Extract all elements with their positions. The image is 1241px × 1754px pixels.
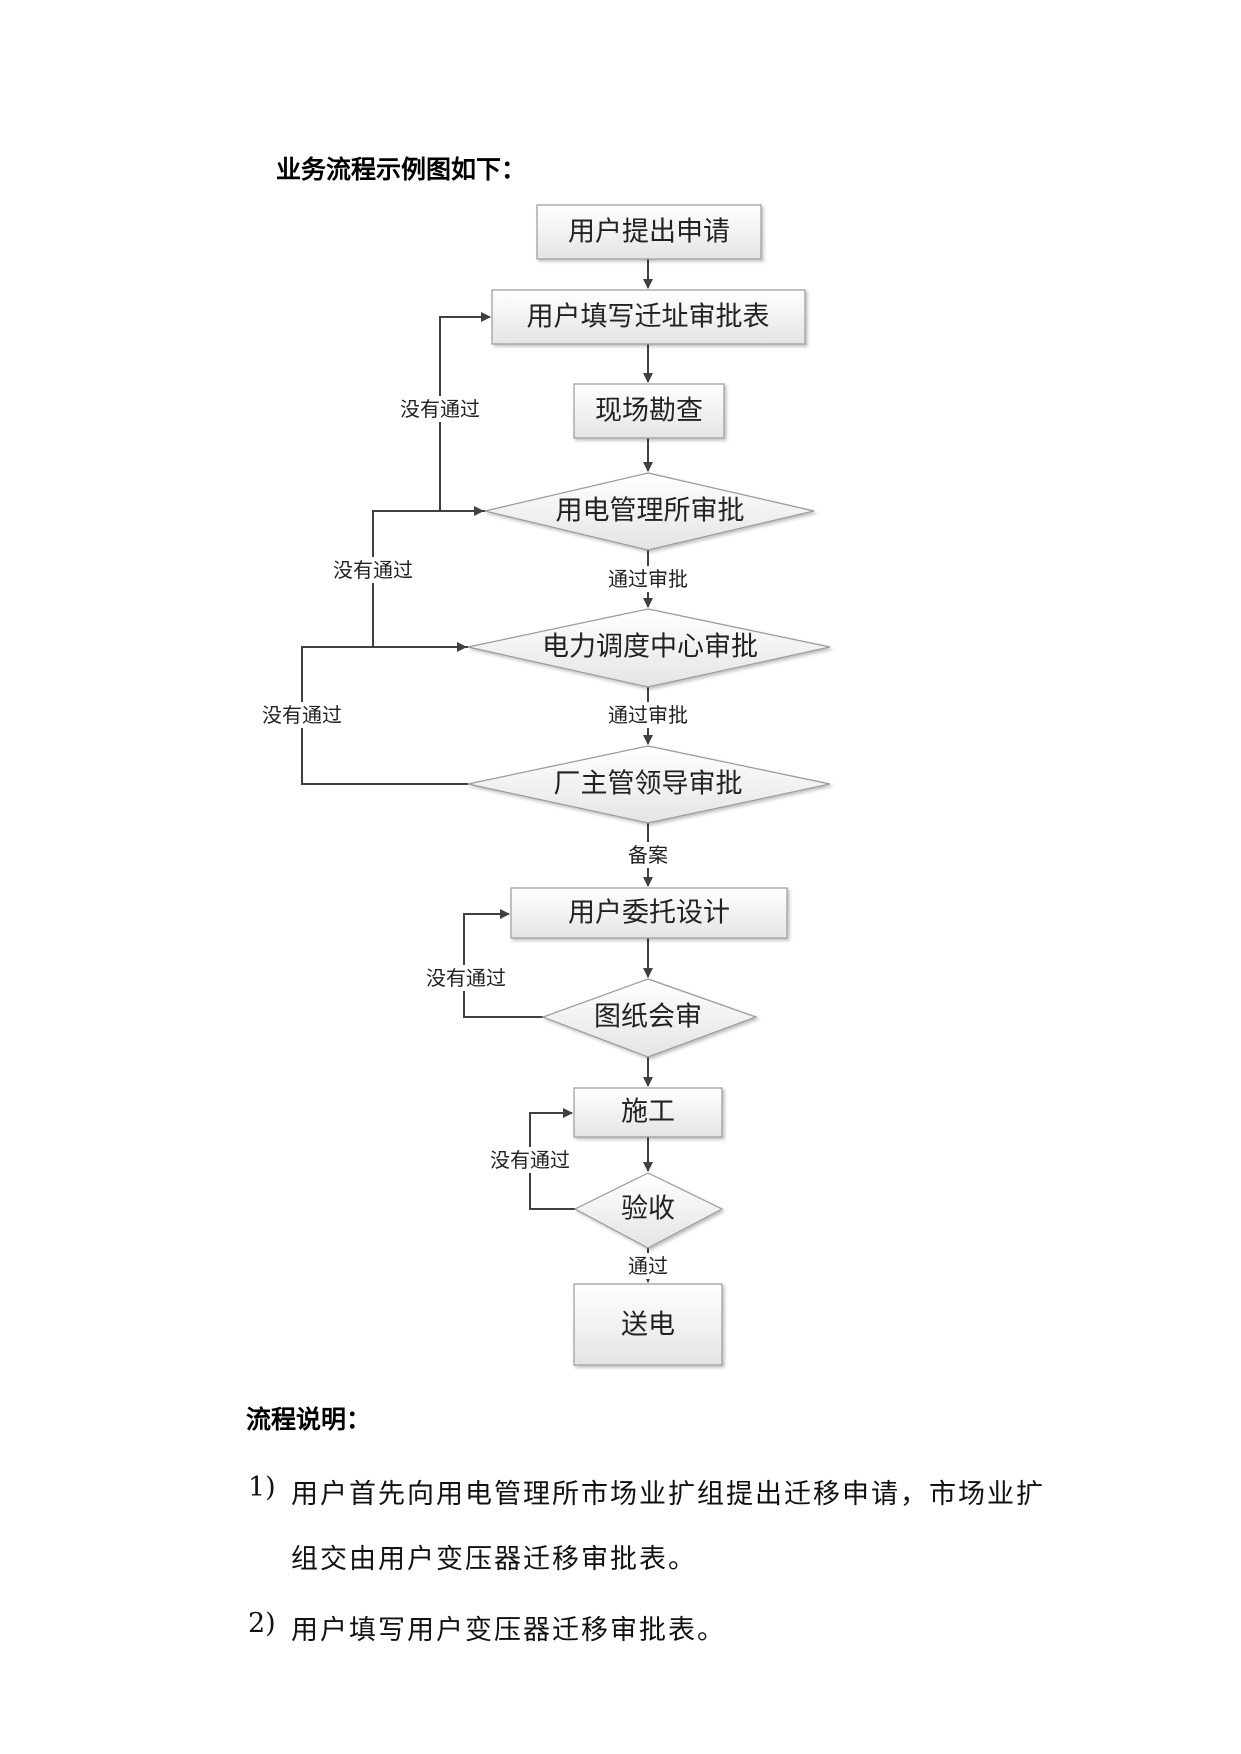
decision-drawing-review: 图纸会审 <box>541 978 758 1058</box>
node-fill-form: 用户填写迁址审批表 <box>491 289 806 345</box>
edge-label-passed: 通过 <box>628 1254 668 1278</box>
edge-label-approved: 通过审批 <box>608 703 688 727</box>
node-survey-label: 现场勘查 <box>595 396 703 427</box>
decision-acceptance-label: 验收 <box>621 1194 675 1225</box>
decision-leader-approval: 厂主管领导审批 <box>467 745 831 824</box>
node-design: 用户委托设计 <box>510 887 788 939</box>
edge-label-not-passed: 没有通过 <box>426 966 506 990</box>
node-construction-label: 施工 <box>621 1097 675 1128</box>
edge-label-filed: 备案 <box>628 843 668 867</box>
node-design-label: 用户委托设计 <box>568 898 730 929</box>
step-number: 2) <box>248 1608 276 1639</box>
step-number: 1) <box>248 1472 276 1503</box>
node-power-on: 送电 <box>573 1283 723 1366</box>
step-text: 用户首先向用电管理所市场业扩组提出迁移申请，市场业扩 <box>291 1479 1045 1510</box>
edge-labels: 没有通过 没有通过 没有通过 没有通过 没有通过 通过审批 通过审批 备案 通过 <box>257 396 693 1279</box>
decision-office-approval-label: 用电管理所审批 <box>556 496 745 527</box>
edge-label-not-passed: 没有通过 <box>333 558 413 582</box>
edge-label-not-passed: 没有通过 <box>262 703 342 727</box>
decision-dispatch-approval-label: 电力调度中心审批 <box>542 632 758 663</box>
decision-drawing-review-label: 图纸会审 <box>594 1002 702 1033</box>
edge-label-approved: 通过审批 <box>608 567 688 591</box>
decision-dispatch-approval: 电力调度中心审批 <box>467 608 831 688</box>
step-text: 用户填写用户变压器迁移审批表。 <box>291 1615 726 1646</box>
section-title: 流程说明： <box>246 1405 372 1434</box>
decision-leader-approval-label: 厂主管领导审批 <box>554 769 743 800</box>
decision-office-approval: 用电管理所审批 <box>484 472 815 551</box>
node-apply: 用户提出申请 <box>536 204 762 260</box>
node-construction: 施工 <box>573 1087 723 1138</box>
node-apply-label: 用户提出申请 <box>568 217 730 248</box>
page-heading: 业务流程示例图如下： <box>276 155 527 184</box>
edge-label-not-passed: 没有通过 <box>400 397 480 421</box>
node-fill-form-label: 用户填写迁址审批表 <box>527 302 770 333</box>
step-text-continued: 组交由用户变压器迁移审批表。 <box>291 1544 697 1575</box>
decision-acceptance: 验收 <box>573 1172 724 1249</box>
edge-label-not-passed: 没有通过 <box>490 1148 570 1172</box>
node-survey: 现场勘查 <box>573 383 725 439</box>
node-power-on-label: 送电 <box>621 1310 675 1341</box>
